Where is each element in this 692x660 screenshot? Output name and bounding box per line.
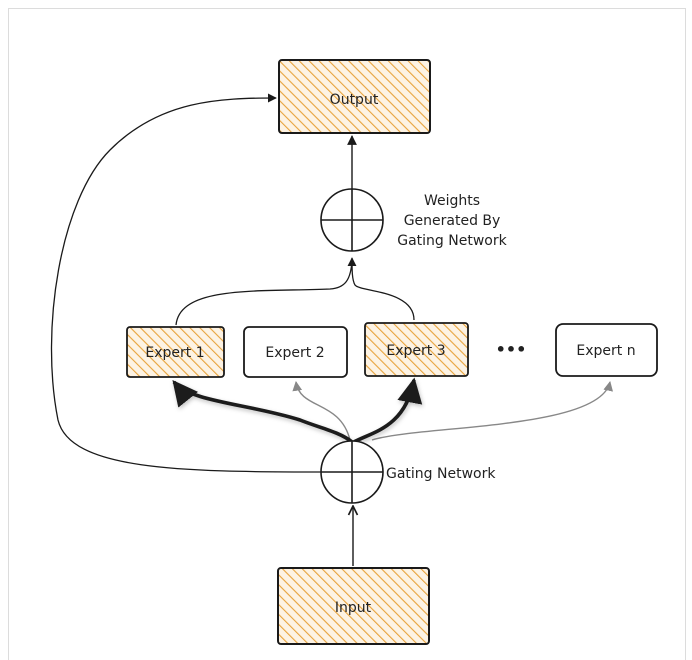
- expert-3-label: Expert 3: [386, 343, 445, 359]
- expert-2-node: Expert 2: [243, 326, 348, 378]
- weights-line-2: Generated By: [404, 213, 501, 229]
- weights-line-1: Weights: [424, 193, 480, 209]
- ellipsis: •••: [496, 340, 527, 359]
- input-node: Input: [277, 567, 430, 645]
- route-to-expert-n: [371, 381, 613, 441]
- combiner-node: [320, 188, 384, 252]
- line-expert1-to-combiner: [175, 259, 353, 326]
- output-label: Output: [330, 92, 379, 108]
- expert-1-node: Expert 1: [126, 326, 225, 378]
- gating-network-label: Gating Network: [386, 466, 496, 482]
- expert-2-label: Expert 2: [265, 345, 324, 361]
- skip-connection-arrow: [50, 93, 323, 473]
- route-to-expert-2: [292, 381, 351, 441]
- expert-3-node: Expert 3: [364, 322, 469, 377]
- output-node: Output: [278, 59, 431, 134]
- expert-1-label: Expert 1: [145, 345, 204, 361]
- expert-n-node: Expert n: [555, 323, 658, 377]
- route-to-expert-1: [172, 380, 354, 444]
- route-to-expert-3: [353, 377, 423, 444]
- gating-network-node: [320, 440, 384, 504]
- expert-n-label: Expert n: [576, 343, 635, 359]
- weights-line-3: Gating Network: [397, 233, 507, 249]
- input-label: Input: [335, 600, 372, 616]
- line-expert3-to-combiner: [347, 257, 415, 321]
